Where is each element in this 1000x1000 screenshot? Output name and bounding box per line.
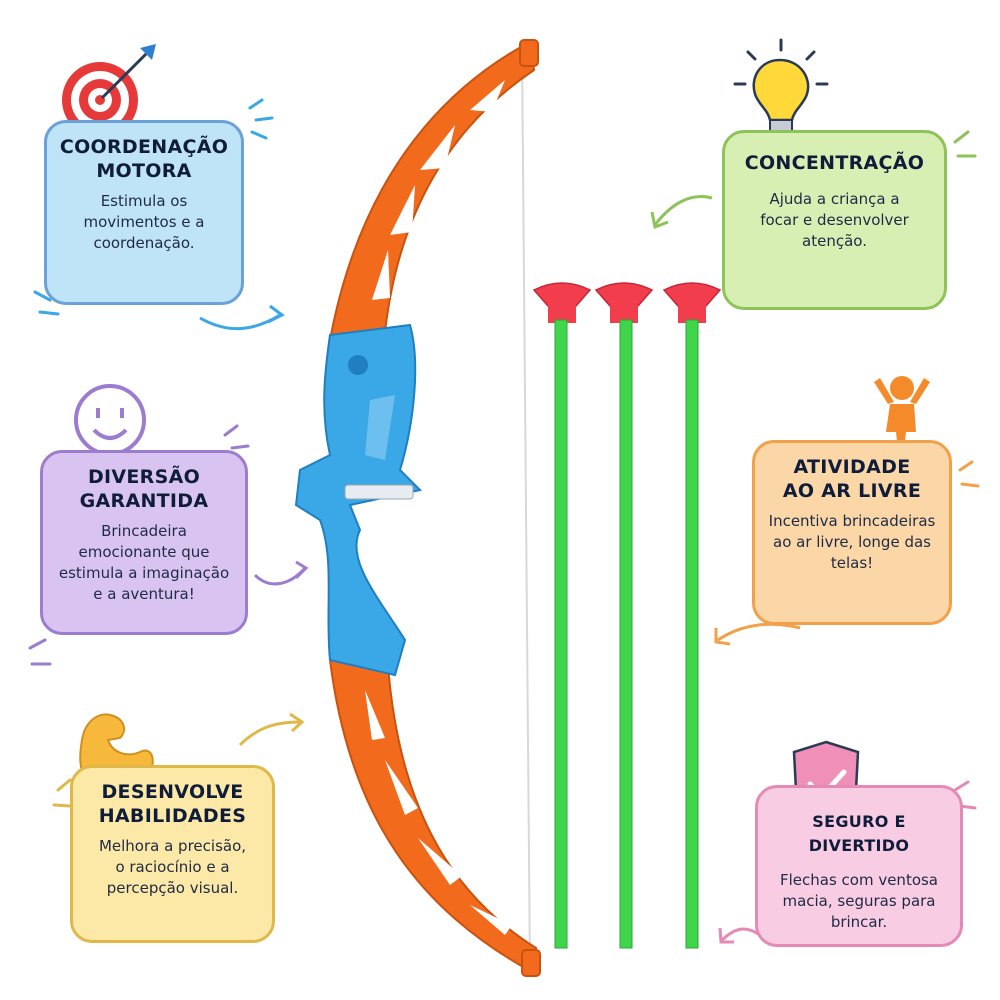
arrows — [532, 282, 722, 949]
card-title-line-2: HABILIDADES — [98, 805, 247, 827]
card-desc-line-3: percepção visual. — [106, 879, 239, 897]
card-title-line-2: AO AR LIVRE — [782, 480, 922, 502]
card-desc-line-4: e a aventura! — [93, 585, 195, 603]
card-concentracao: CONCENTRAÇÃO Ajuda a criança a focar e d… — [722, 130, 947, 310]
arrow-1 — [532, 282, 592, 949]
arrow-3 — [662, 282, 722, 949]
card-seguro-divertido: SEGURO E DIVERTIDO Flechas com ventosa m… — [755, 785, 963, 947]
pointer-arrow-pink — [720, 927, 761, 942]
pointer-arrow-green — [653, 195, 713, 226]
card-desc-line-1: Ajuda a criança a — [769, 190, 900, 208]
card-desc-line-1: Brincadeira — [101, 522, 187, 540]
light-bulb-icon — [733, 38, 829, 133]
card-title-line-1: ATIVIDADE — [793, 456, 911, 478]
card-atividade-ar-livre: ATIVIDADE AO AR LIVRE Incentiva brincade… — [752, 440, 952, 625]
bow-lower-limb — [328, 658, 541, 977]
card-desenvolve-habilidades: DESENVOLVE HABILIDADES Melhora a precisã… — [70, 765, 275, 943]
person-cheering-icon — [874, 376, 930, 450]
card-desc-line-1: Estimula os — [100, 192, 188, 210]
card-desc-line-3: estimula a imaginação — [58, 564, 230, 582]
card-desc-line-2: movimentos e a — [83, 213, 205, 231]
target-icon — [62, 44, 156, 138]
card-desc-line-2: macia, seguras para — [782, 892, 936, 910]
card-desc-line-1: Flechas com ventosa — [779, 871, 939, 889]
card-desc-line-3: brincar. — [830, 913, 888, 931]
card-diversao-garantida: DIVERSÃO GARANTIDA Brincadeira emocionan… — [40, 450, 248, 635]
card-coordenacao-motora: COORDENAÇÃO MOTORA Estimula os movimento… — [44, 120, 244, 305]
card-title-line-1: DIVERSÃO — [87, 466, 201, 488]
card-title-line-1: SEGURO E DIVERTIDO — [808, 812, 910, 855]
smiley-face-icon — [74, 384, 146, 456]
pointer-arrow-orange — [717, 622, 801, 642]
card-desc-line-3: telas! — [830, 554, 874, 572]
bow-upper-limb — [328, 39, 539, 342]
card-desc-line-1: Incentiva brincadeiras — [768, 512, 936, 530]
card-desc-line-3: atenção. — [802, 232, 867, 250]
card-title-line-1: DESENVOLVE — [101, 781, 244, 803]
card-title-line-1: CONCENTRAÇÃO — [744, 152, 925, 174]
arrow-2 — [594, 282, 654, 949]
card-title-line-1: COORDENAÇÃO — [59, 136, 229, 158]
bow-string — [521, 47, 531, 973]
card-title-line-2: MOTORA — [96, 160, 192, 182]
card-title-line-2: GARANTIDA — [79, 490, 209, 512]
bow-grip — [294, 323, 423, 677]
card-desc-line-2: o raciocínio e a — [115, 858, 230, 876]
card-desc-line-1: Melhora a precisão, — [98, 837, 247, 855]
card-desc-line-3: coordenação. — [93, 234, 195, 252]
card-desc-line-2: ao ar livre, longe das — [773, 533, 931, 551]
card-desc-line-2: focar e desenvolver — [760, 211, 909, 229]
pointer-arrow-yellow — [238, 720, 301, 747]
card-desc-line-2: emocionante que — [78, 543, 210, 561]
